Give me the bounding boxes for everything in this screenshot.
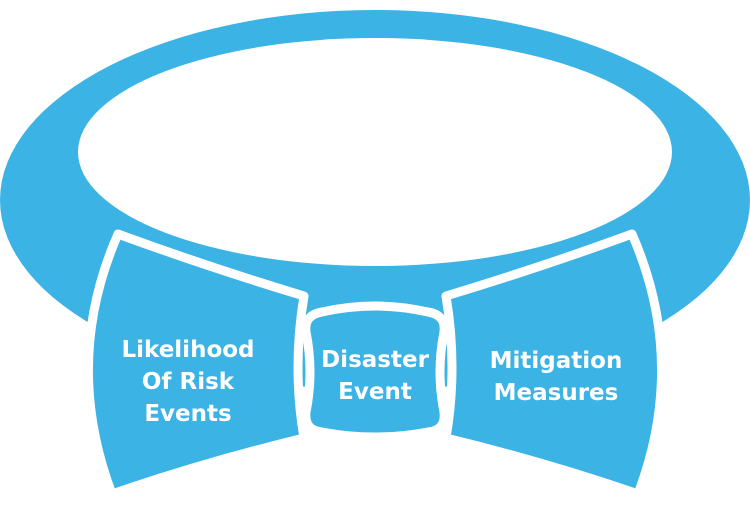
right-wing-line-2: Measures xyxy=(494,380,619,406)
knot-line-2: Event xyxy=(338,379,412,405)
right-wing-line-1: Mitigation xyxy=(490,348,623,374)
knot-line-1: Disaster xyxy=(321,347,429,373)
left-wing-line-3: Events xyxy=(144,401,231,427)
right-wing xyxy=(441,229,667,499)
left-wing-line-2: Of Risk xyxy=(142,369,235,395)
left-wing-line-1: Likelihood xyxy=(121,337,254,363)
center-knot xyxy=(301,301,449,442)
left-wing xyxy=(83,229,309,499)
